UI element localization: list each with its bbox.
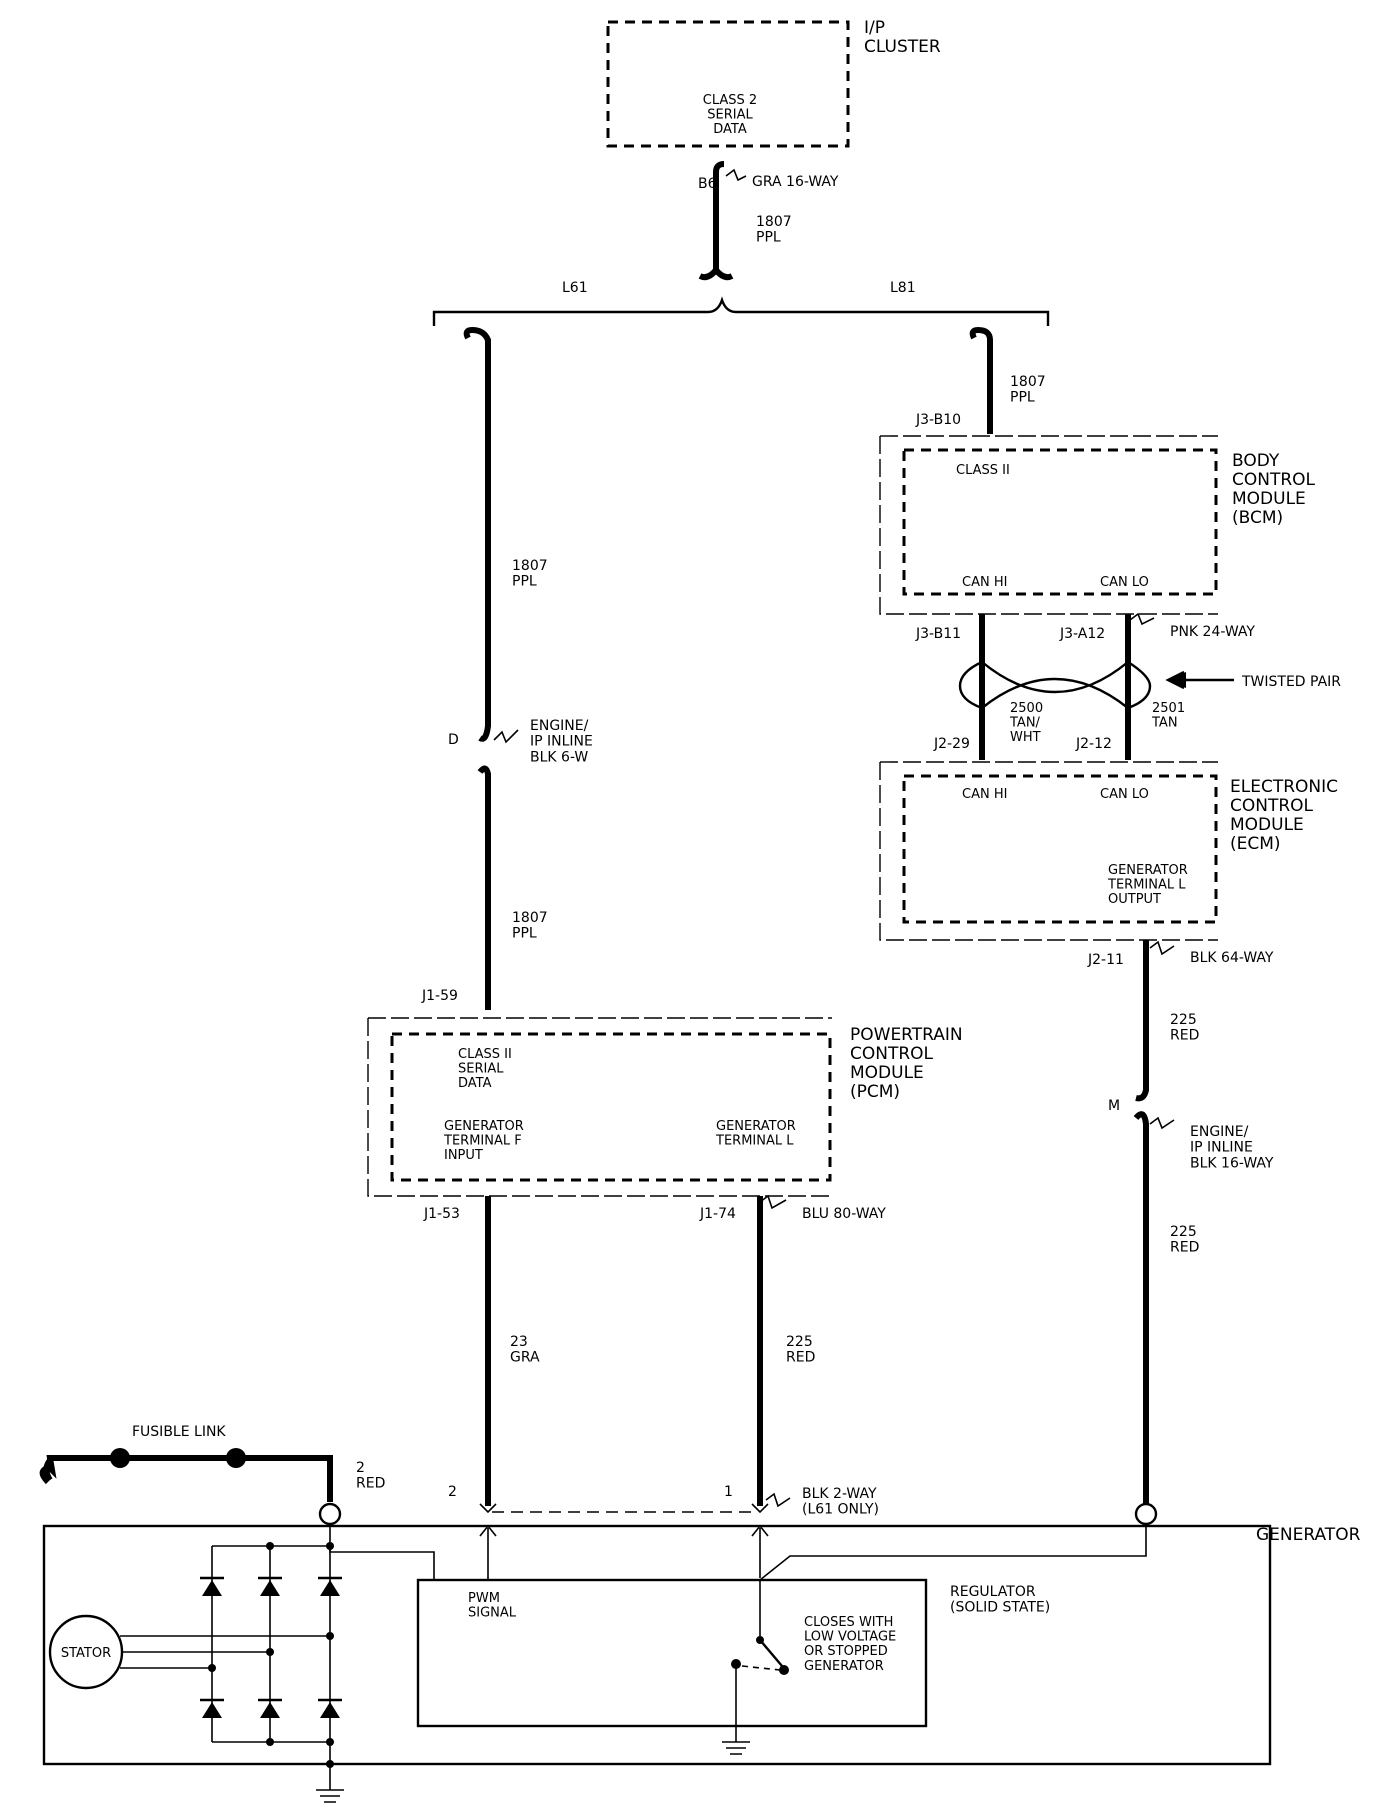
fusible-link-dot-2: [226, 1448, 246, 1468]
connector-j211: J2-11: [1087, 952, 1124, 968]
pin-marks: [479, 1503, 769, 1514]
connector-pnk24: PNK 24-WAY: [1170, 624, 1255, 640]
leader-blk64: [1149, 940, 1175, 956]
generator-ground: [316, 1789, 344, 1803]
regulator-ground: [722, 1741, 750, 1755]
leader-pnk24: [1129, 612, 1155, 626]
connector-pin1: 1: [724, 1484, 733, 1500]
twisted-pair-label: TWISTED PAIR: [1241, 674, 1341, 690]
fusible-link-dot-1: [110, 1448, 130, 1468]
wire-1807-right: [969, 326, 993, 434]
connector-gra16: GRA 16-WAY: [752, 174, 839, 190]
option-brace: [432, 296, 1050, 326]
wire-1807-top: [698, 161, 734, 281]
bcm-can-hi: CAN HI: [962, 575, 1007, 590]
leader-gra16: [725, 168, 747, 182]
bcm-can-lo: CAN LO: [1100, 575, 1149, 590]
wire-1807-left-upper: [463, 326, 491, 742]
connector-d: D: [448, 732, 459, 748]
connector-j174: J1-74: [699, 1206, 736, 1222]
leader-eng-ip16: [1149, 1116, 1175, 1130]
terminal-b: [318, 1502, 342, 1526]
connector-b6: B6: [698, 176, 717, 192]
connector-blk2: BLK 2-WAY(L61 ONLY): [802, 1486, 879, 1518]
twisted-pair-arrowhead: [1166, 672, 1186, 688]
connector-j159: J1-59: [421, 988, 458, 1004]
connector-j3a12: J3-A12: [1059, 626, 1105, 642]
ecm-can-lo: CAN LO: [1100, 787, 1149, 802]
regulator-label: REGULATOR(SOLID STATE): [950, 1584, 1050, 1616]
twisted-pair-symbol: [958, 660, 1152, 710]
connector-j3b10: J3-B10: [915, 412, 961, 428]
connector-pin2: 2: [448, 1484, 457, 1500]
regulator-switch: [759, 1639, 783, 1667]
option-l61: L61: [562, 280, 588, 296]
generator-label: GENERATOR: [1256, 1525, 1361, 1545]
leader-blk2: [765, 1492, 791, 1508]
terminal-l: [1134, 1502, 1158, 1526]
connector-j212: J2-12: [1075, 736, 1112, 752]
leader-blu80: [759, 1194, 787, 1210]
connector-m: M: [1108, 1098, 1120, 1114]
wire-2-red-stub: [43, 1455, 55, 1482]
wire-2-red: [39, 1455, 333, 1502]
regulator-box: [416, 1578, 928, 1728]
bcm-class: CLASS II: [956, 463, 1010, 478]
leader-eng-ip6: [493, 729, 519, 744]
fusible-link-label: FUSIBLE LINK: [132, 1424, 226, 1440]
connector-j3b11: J3-B11: [915, 626, 961, 642]
option-l81: L81: [890, 280, 916, 296]
connector-j229: J2-29: [933, 736, 970, 752]
connector-blk64: BLK 64-WAY: [1190, 950, 1274, 966]
rectifier-diodes: [200, 1576, 342, 1718]
wire-225-ecm-upper: [1135, 940, 1149, 1102]
wire-225-ecm-lower: [1133, 1111, 1149, 1506]
ecm-can-hi: CAN HI: [962, 787, 1007, 802]
wire-1807-left-lower: [477, 765, 491, 1010]
connector-blu80: BLU 80-WAY: [802, 1206, 886, 1222]
stator-label: STATOR: [61, 1646, 111, 1661]
connector-j153: J1-53: [423, 1206, 460, 1222]
